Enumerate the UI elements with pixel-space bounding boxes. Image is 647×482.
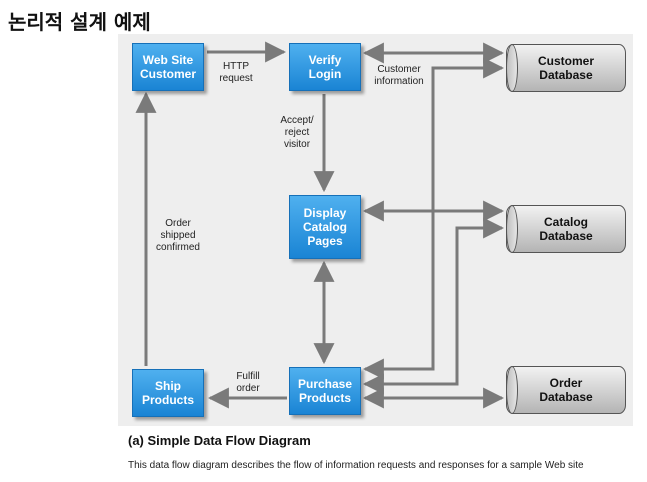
label-fulfill-order: Fulfill order (236, 371, 260, 394)
process-display-catalog-pages: Display Catalog Pages (289, 195, 361, 259)
datastore-order-database: Order Database (506, 366, 626, 414)
diagram-caption: (a) Simple Data Flow Diagram (128, 433, 311, 448)
datastore-customer-database: Customer Database (506, 44, 626, 92)
process-web-site-customer: Web Site Customer (132, 43, 204, 91)
arrow-purchase-customer-db (362, 57, 505, 380)
label-customer-information: Customer information (374, 64, 424, 87)
process-purchase-products: Purchase Products (289, 367, 361, 415)
label-order-shipped-confirmed: Order shipped confirmed (156, 218, 200, 253)
page-title: 논리적 설계 예제 (8, 10, 151, 34)
label-http-request: HTTP request (219, 61, 253, 84)
process-verify-login: Verify Login (289, 43, 361, 91)
arrow-purchase-catalog-db (362, 217, 505, 395)
datastore-catalog-database: Catalog Database (506, 205, 626, 253)
process-ship-products: Ship Products (132, 369, 204, 417)
label-accept-reject-visitor: Accept/ reject visitor (280, 115, 314, 150)
diagram-description: This data flow diagram describes the flo… (128, 460, 584, 471)
